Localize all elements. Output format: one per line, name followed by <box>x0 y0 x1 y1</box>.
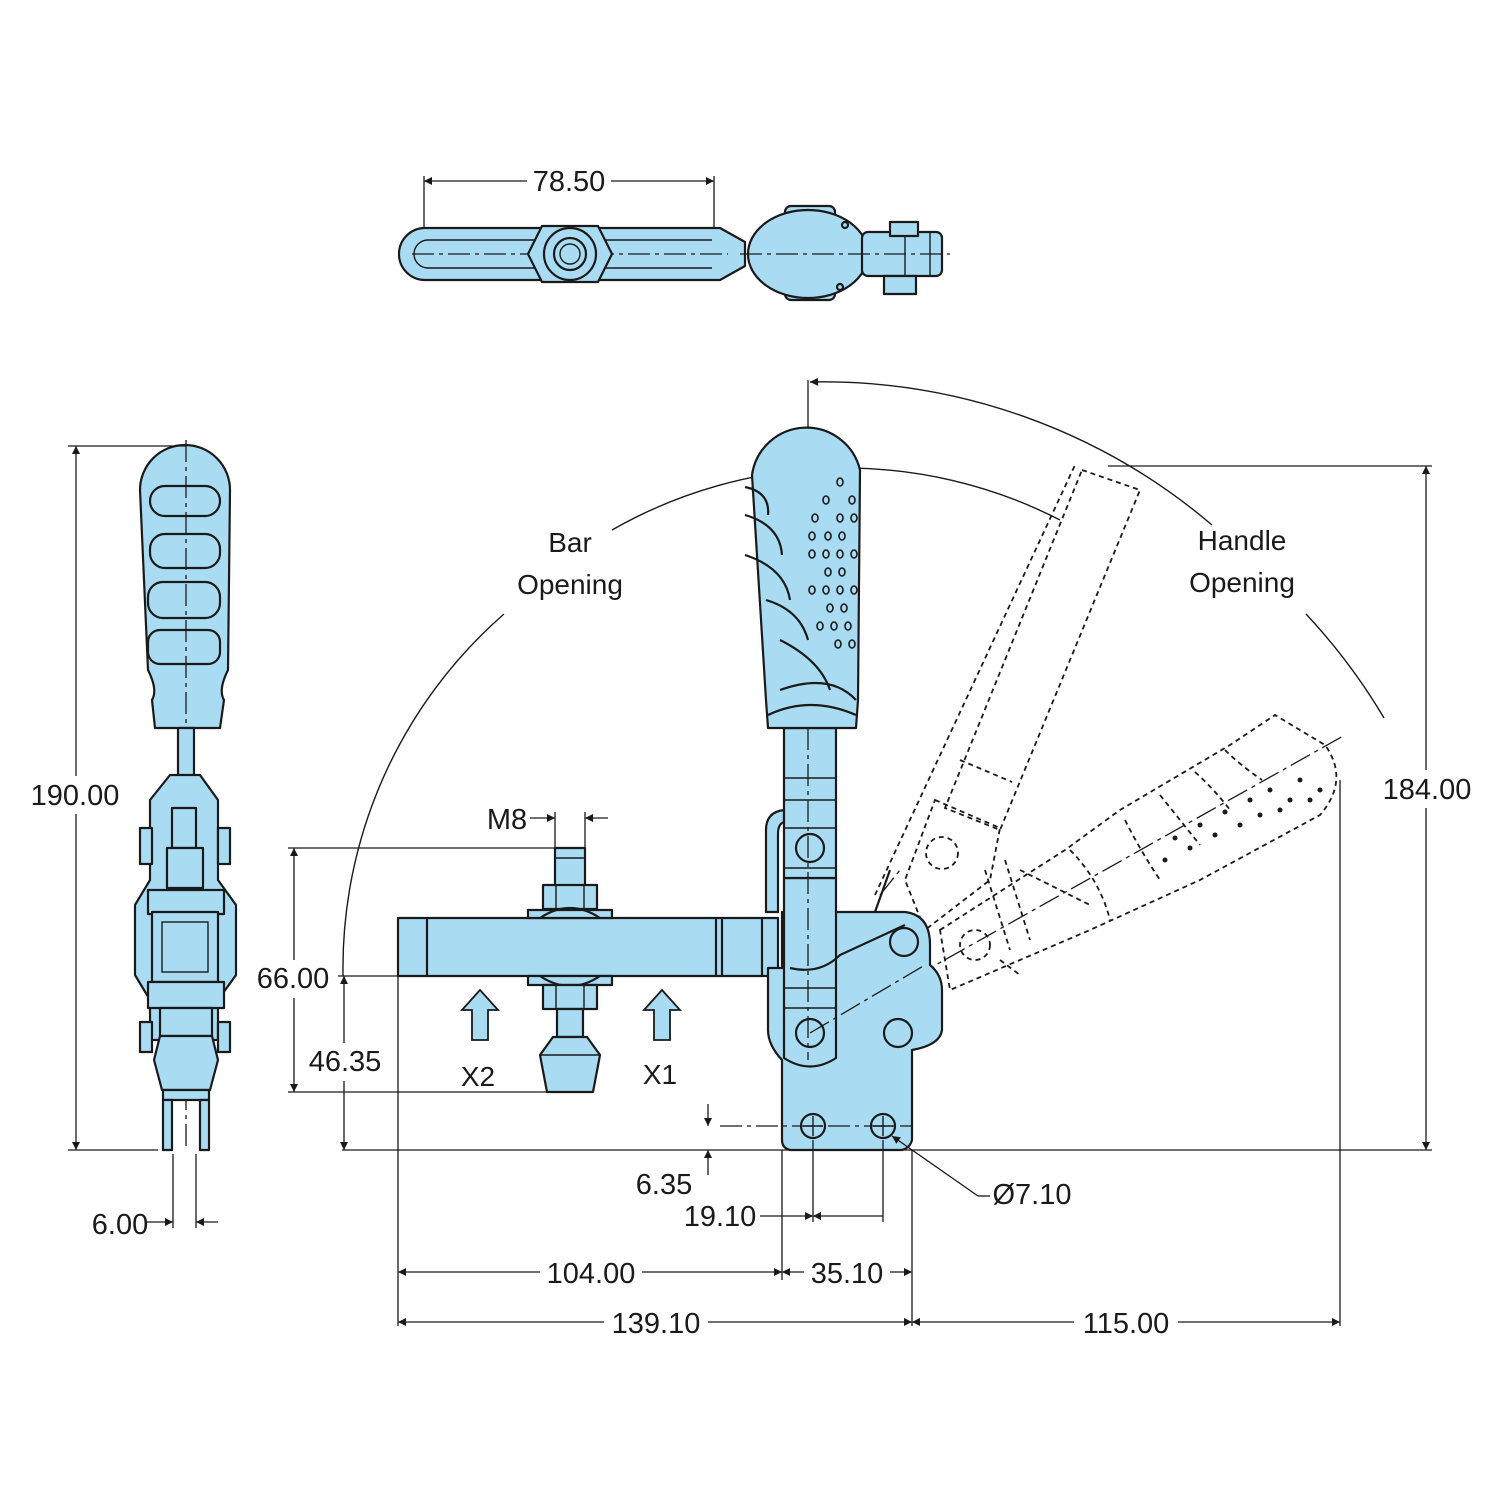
leader-line-hole-diameter <box>891 1135 979 1197</box>
side-view-side-pin <box>138 1020 154 1054</box>
handle-grip <box>750 426 862 730</box>
top-view-dot <box>840 220 850 230</box>
side-view-foot <box>198 1098 211 1152</box>
grip-groove <box>767 703 857 717</box>
force-label-x2: X2 <box>461 1061 495 1092</box>
bar-opening-arc <box>342 613 505 977</box>
side-view-nut <box>146 888 226 916</box>
force-arrow-x1 <box>641 988 683 1041</box>
dimension-hole-diameter: Ø7.10 <box>993 1179 1072 1211</box>
label-background <box>1376 770 1480 808</box>
dimension-overall-height: 184.00 <box>1383 774 1472 806</box>
front-view: Bar Opening Handle Opening <box>250 377 1480 1342</box>
side-view-side-pin <box>216 1020 232 1054</box>
handle-opening-label-line2: Opening <box>1189 567 1295 598</box>
side-view-nut <box>146 980 226 1010</box>
top-view-dot <box>835 282 845 292</box>
label-background <box>250 960 338 998</box>
top-view-spindle-inner <box>559 243 581 265</box>
label-background <box>527 162 611 200</box>
dimension-base-offset: 6.35 <box>636 1169 692 1201</box>
side-view-grip-slot <box>146 628 222 666</box>
force-label-x1: X1 <box>643 1059 677 1090</box>
dimension-top-width: 78.50 <box>533 166 606 198</box>
body-pivot-hole <box>888 926 920 958</box>
side-view-stem <box>176 726 196 780</box>
dimension-base-width: 35.10 <box>811 1258 884 1290</box>
lower-washer <box>526 974 614 987</box>
dimension-bar-length: 104.00 <box>547 1258 636 1290</box>
grip-groove <box>744 513 784 556</box>
side-view-collar <box>158 1006 214 1038</box>
dimension-overall-length: 139.10 <box>612 1308 701 1340</box>
spindle-shaft <box>555 1007 585 1039</box>
bar-opening-label-line1: Bar <box>548 527 592 558</box>
side-view-foot <box>161 1098 174 1152</box>
link-arm <box>782 876 838 1068</box>
grip-groove <box>744 485 770 516</box>
dimension-side-height: 190.00 <box>31 780 120 812</box>
handle-opening-arc <box>809 377 1213 526</box>
dimension-side-width: 6.00 <box>92 1209 148 1241</box>
label-background <box>24 776 128 814</box>
dimension-spindle-height: 66.00 <box>257 963 330 995</box>
side-view-pin <box>170 806 198 850</box>
label-background <box>1074 1304 1178 1342</box>
side-view-base <box>161 1088 211 1102</box>
handle-opening-label-line1: Handle <box>1198 525 1287 556</box>
handle-opening-arc <box>1305 613 1385 719</box>
opened-handle-phantom <box>874 464 1142 932</box>
label-background <box>302 1043 388 1081</box>
dimension-hole-spacing: 19.10 <box>684 1201 757 1233</box>
link-curve <box>789 924 906 971</box>
force-arrow-x2 <box>459 988 501 1041</box>
lower-nut <box>541 983 599 1011</box>
side-view-grip-slot <box>148 532 222 570</box>
spindle-tip <box>538 1035 602 1094</box>
handle-pivot-hole <box>794 832 826 864</box>
side-view-body-inner <box>161 921 209 973</box>
side-view-side-pin <box>138 826 154 866</box>
opened-handle-grip-phantom <box>939 713 1338 992</box>
side-view: 190.00 6.00 <box>24 440 238 1241</box>
grip-groove <box>744 553 792 601</box>
bar-opening-label-line2: Opening <box>517 569 623 600</box>
handle-link-edge <box>873 869 892 913</box>
grip-groove <box>779 681 857 701</box>
side-view-grip-slot <box>146 580 222 620</box>
dimension-handle-reach: 115.00 <box>1083 1308 1170 1340</box>
label-background <box>540 1254 642 1292</box>
top-view: 78.50 <box>397 162 950 302</box>
handle-strap <box>764 808 786 914</box>
dimension-bar-height: 46.35 <box>309 1046 382 1078</box>
spindle-assembly <box>526 846 614 1094</box>
top-view-pin-top <box>888 220 920 238</box>
clamp-bar <box>396 916 780 978</box>
washer-curve <box>539 907 601 919</box>
side-view-grip-slot <box>148 484 222 518</box>
label-background <box>804 1254 890 1292</box>
spindle-thread <box>553 846 587 892</box>
link-centerline <box>809 964 926 1034</box>
grip-texture-dots <box>808 477 858 649</box>
top-view-pin-bottom <box>882 274 918 296</box>
side-view-block <box>165 846 205 890</box>
upper-nut <box>541 883 599 911</box>
side-view-side-pin <box>216 826 232 866</box>
side-view-spindle-tip <box>152 1034 220 1092</box>
dimension-thread: M8 <box>487 804 527 836</box>
body-pivot-hole <box>882 1017 914 1049</box>
grip-groove <box>765 598 810 641</box>
top-view-spindle <box>552 236 588 272</box>
label-background <box>604 1304 708 1342</box>
